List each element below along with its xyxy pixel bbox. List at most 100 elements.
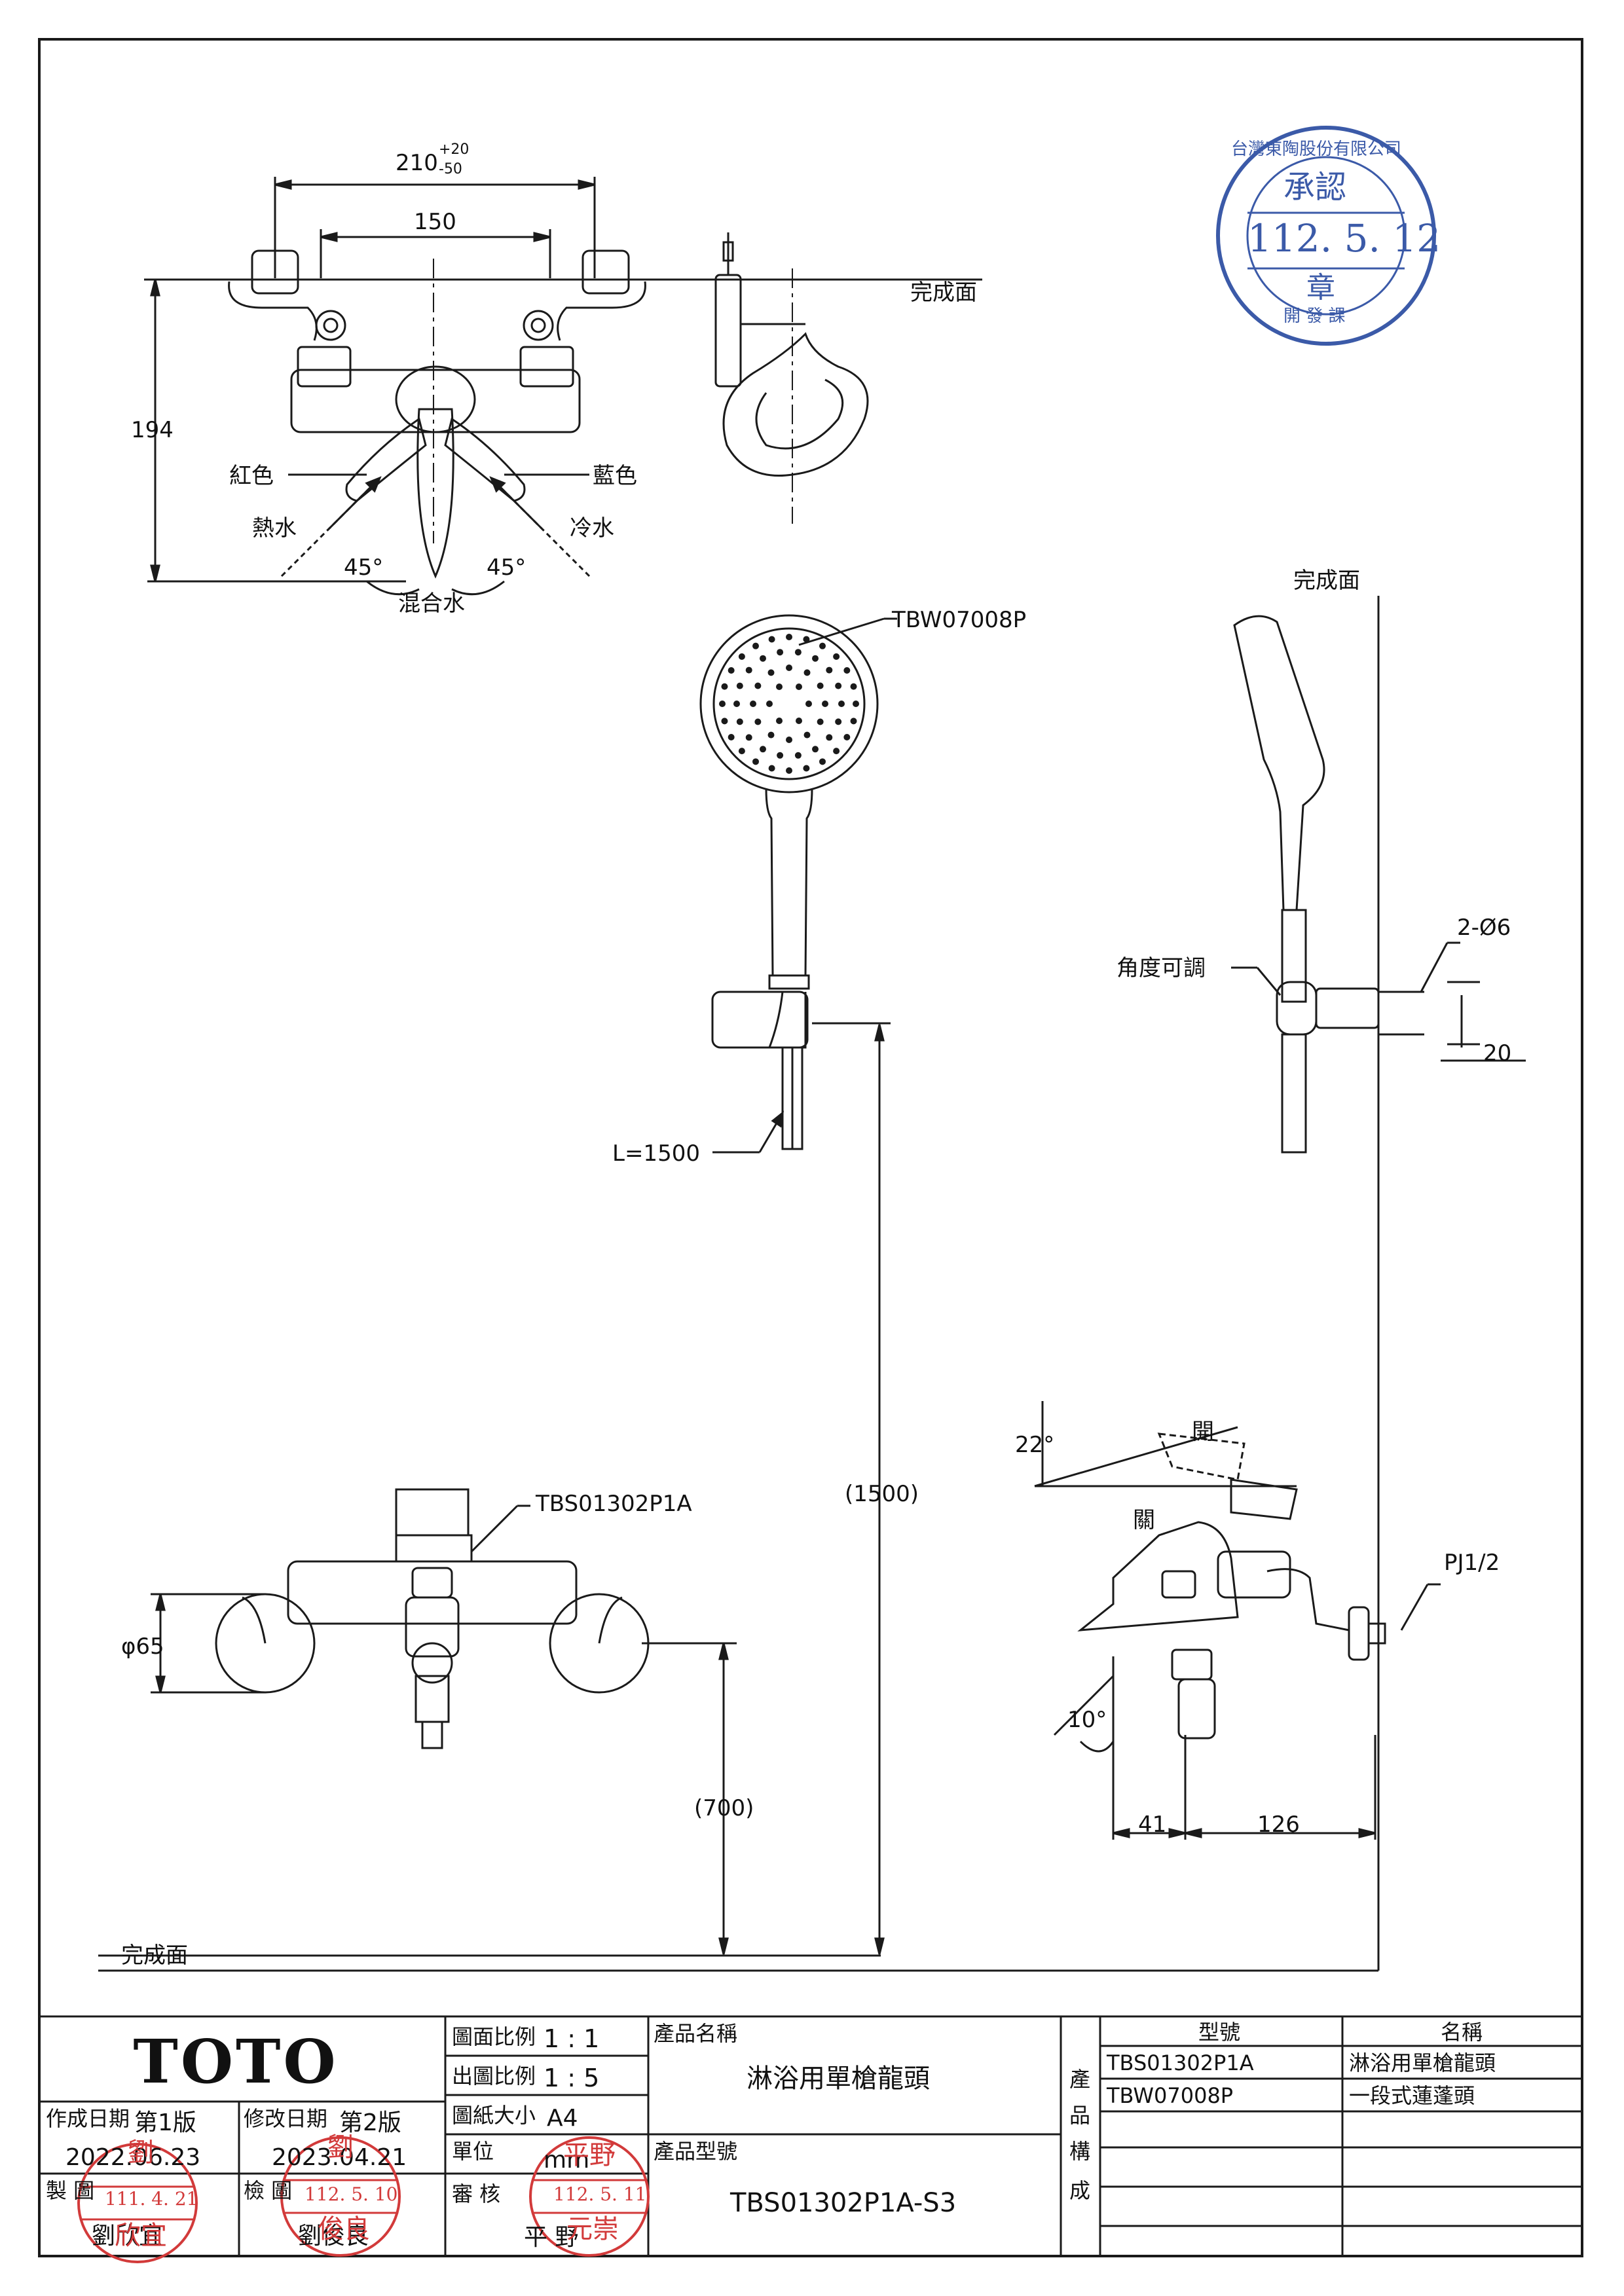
spray-hole bbox=[750, 701, 756, 707]
spray-hole bbox=[733, 701, 740, 707]
approval-company: 台灣東陶股份有限公司 bbox=[1231, 139, 1402, 159]
composition-char-1: 產 bbox=[1069, 2067, 1091, 2092]
finish-surface-label-1: 完成面 bbox=[910, 280, 977, 306]
spray-hole bbox=[803, 731, 811, 738]
spray-hole bbox=[819, 642, 826, 649]
angle-adjustable-label: 角度可調 bbox=[1116, 955, 1206, 981]
created-date: 2022.06.23 bbox=[65, 2144, 201, 2171]
red-label: 紅色 bbox=[229, 463, 274, 489]
spray-hole bbox=[721, 683, 728, 690]
spray-hole bbox=[786, 767, 792, 774]
spray-hole bbox=[752, 642, 759, 649]
hot-label: 熱水 bbox=[252, 515, 297, 541]
version2: 第2版 bbox=[339, 2109, 401, 2136]
spray-hole bbox=[826, 734, 833, 741]
spray-hole bbox=[745, 734, 752, 741]
approval-seal: 章 bbox=[1306, 271, 1335, 304]
spray-hole bbox=[760, 746, 766, 753]
spray-hole bbox=[786, 634, 792, 640]
dim-1500: (1500) bbox=[845, 1481, 919, 1507]
faucet-top-body bbox=[290, 369, 581, 433]
approval-stamp bbox=[1216, 126, 1436, 346]
paper-size-value: A4 bbox=[547, 2105, 578, 2132]
modified-date: 2023.04.21 bbox=[272, 2144, 407, 2171]
angle-left-label: 45° bbox=[344, 555, 384, 581]
spray-hole bbox=[786, 665, 792, 671]
spray-holes bbox=[719, 634, 859, 774]
spray-hole bbox=[738, 653, 745, 660]
spray-hole bbox=[728, 667, 735, 674]
spray-hole bbox=[766, 701, 773, 707]
finish-surface-label-3: 完成面 bbox=[121, 1942, 188, 1969]
draw-stamp-date: 111. 4. 21 bbox=[105, 2188, 198, 2210]
approval-date: 112. 5. 12 bbox=[1247, 216, 1441, 261]
composition-char-4: 成 bbox=[1069, 2178, 1091, 2203]
faucet-side-body bbox=[1077, 1521, 1239, 1631]
spray-hole bbox=[803, 765, 810, 772]
dim-126: 126 bbox=[1257, 1812, 1300, 1838]
spray-hole bbox=[776, 717, 783, 724]
check-stamp-char: 劉 bbox=[327, 2132, 354, 2162]
spray-hole bbox=[736, 718, 743, 725]
version1: 第1版 bbox=[134, 2109, 196, 2136]
mixed-water-label: 混合水 bbox=[398, 591, 465, 617]
shower-head-front bbox=[699, 614, 879, 793]
spray-hole bbox=[850, 683, 857, 690]
spray-hole bbox=[805, 701, 812, 707]
drawing-frame bbox=[38, 38, 1583, 2257]
spray-hole bbox=[833, 748, 840, 755]
product-model-label: 產品型號 bbox=[654, 2139, 738, 2164]
product-name-value: 淋浴用單槍龍頭 bbox=[747, 2064, 930, 2094]
spray-hole bbox=[794, 752, 802, 759]
spray-hole bbox=[803, 669, 811, 676]
dim-tol-lower: -50 bbox=[439, 161, 462, 177]
spray-hole bbox=[767, 731, 775, 738]
spray-hole bbox=[794, 649, 802, 656]
spray-hole bbox=[776, 683, 783, 691]
paper-size-label: 圖紙大小 bbox=[452, 2103, 536, 2128]
finish-surface-label-2: 完成面 bbox=[1293, 568, 1360, 594]
dim-700: (700) bbox=[694, 1795, 754, 1821]
checker-name: 劉俊良 bbox=[298, 2223, 369, 2250]
spray-hole bbox=[822, 701, 828, 707]
spray-hole bbox=[838, 701, 845, 707]
dim-phi65: φ65 bbox=[121, 1633, 164, 1660]
spray-hole bbox=[796, 683, 802, 691]
spray-hole bbox=[721, 718, 728, 725]
product-name-label: 產品名稱 bbox=[654, 2021, 738, 2046]
shower-head-side bbox=[1233, 615, 1325, 911]
component-name-1: 淋浴用單槍龍頭 bbox=[1349, 2050, 1496, 2075]
name-header: 名稱 bbox=[1441, 2020, 1483, 2045]
component-model-2: TBW07008P bbox=[1107, 2083, 1234, 2108]
review-stamp-name: 元崇 bbox=[566, 2214, 619, 2244]
title-block-grid bbox=[41, 2015, 1583, 2256]
spray-hole bbox=[760, 655, 766, 662]
spray-hole bbox=[752, 758, 759, 765]
unit-value: mm bbox=[544, 2147, 590, 2174]
reviewer-value: 平 野 bbox=[524, 2224, 579, 2251]
spray-hole bbox=[738, 748, 745, 755]
faucet-front-body bbox=[287, 1560, 578, 1625]
spray-hole bbox=[850, 718, 857, 725]
unit-label: 單位 bbox=[452, 2139, 494, 2164]
spray-hole bbox=[817, 682, 824, 689]
flange-right bbox=[549, 1593, 650, 1694]
spray-hole bbox=[745, 666, 752, 674]
spray-hole bbox=[777, 649, 784, 656]
check-stamp-name: 俊良 bbox=[318, 2214, 370, 2244]
spray-hole bbox=[812, 655, 819, 662]
faucet-top-lever bbox=[416, 408, 454, 579]
dim-150: 150 bbox=[414, 209, 456, 235]
angle-10-label: 10° bbox=[1067, 1707, 1107, 1733]
cold-label: 冷水 bbox=[570, 515, 614, 541]
spray-hole bbox=[843, 667, 851, 674]
dim-210: 210 bbox=[396, 150, 438, 176]
scale-drawing-label: 圖面比例 bbox=[452, 2024, 536, 2049]
draw-stamp-name: 欣宜 bbox=[115, 2221, 167, 2251]
spray-hole bbox=[833, 653, 840, 660]
spray-hole bbox=[767, 669, 775, 676]
spray-hole bbox=[768, 636, 775, 643]
scale-output-label: 出圖比例 bbox=[452, 2064, 536, 2088]
faucet-top-right-arm bbox=[581, 249, 630, 295]
holes-label: 2-Ø6 bbox=[1457, 915, 1511, 941]
